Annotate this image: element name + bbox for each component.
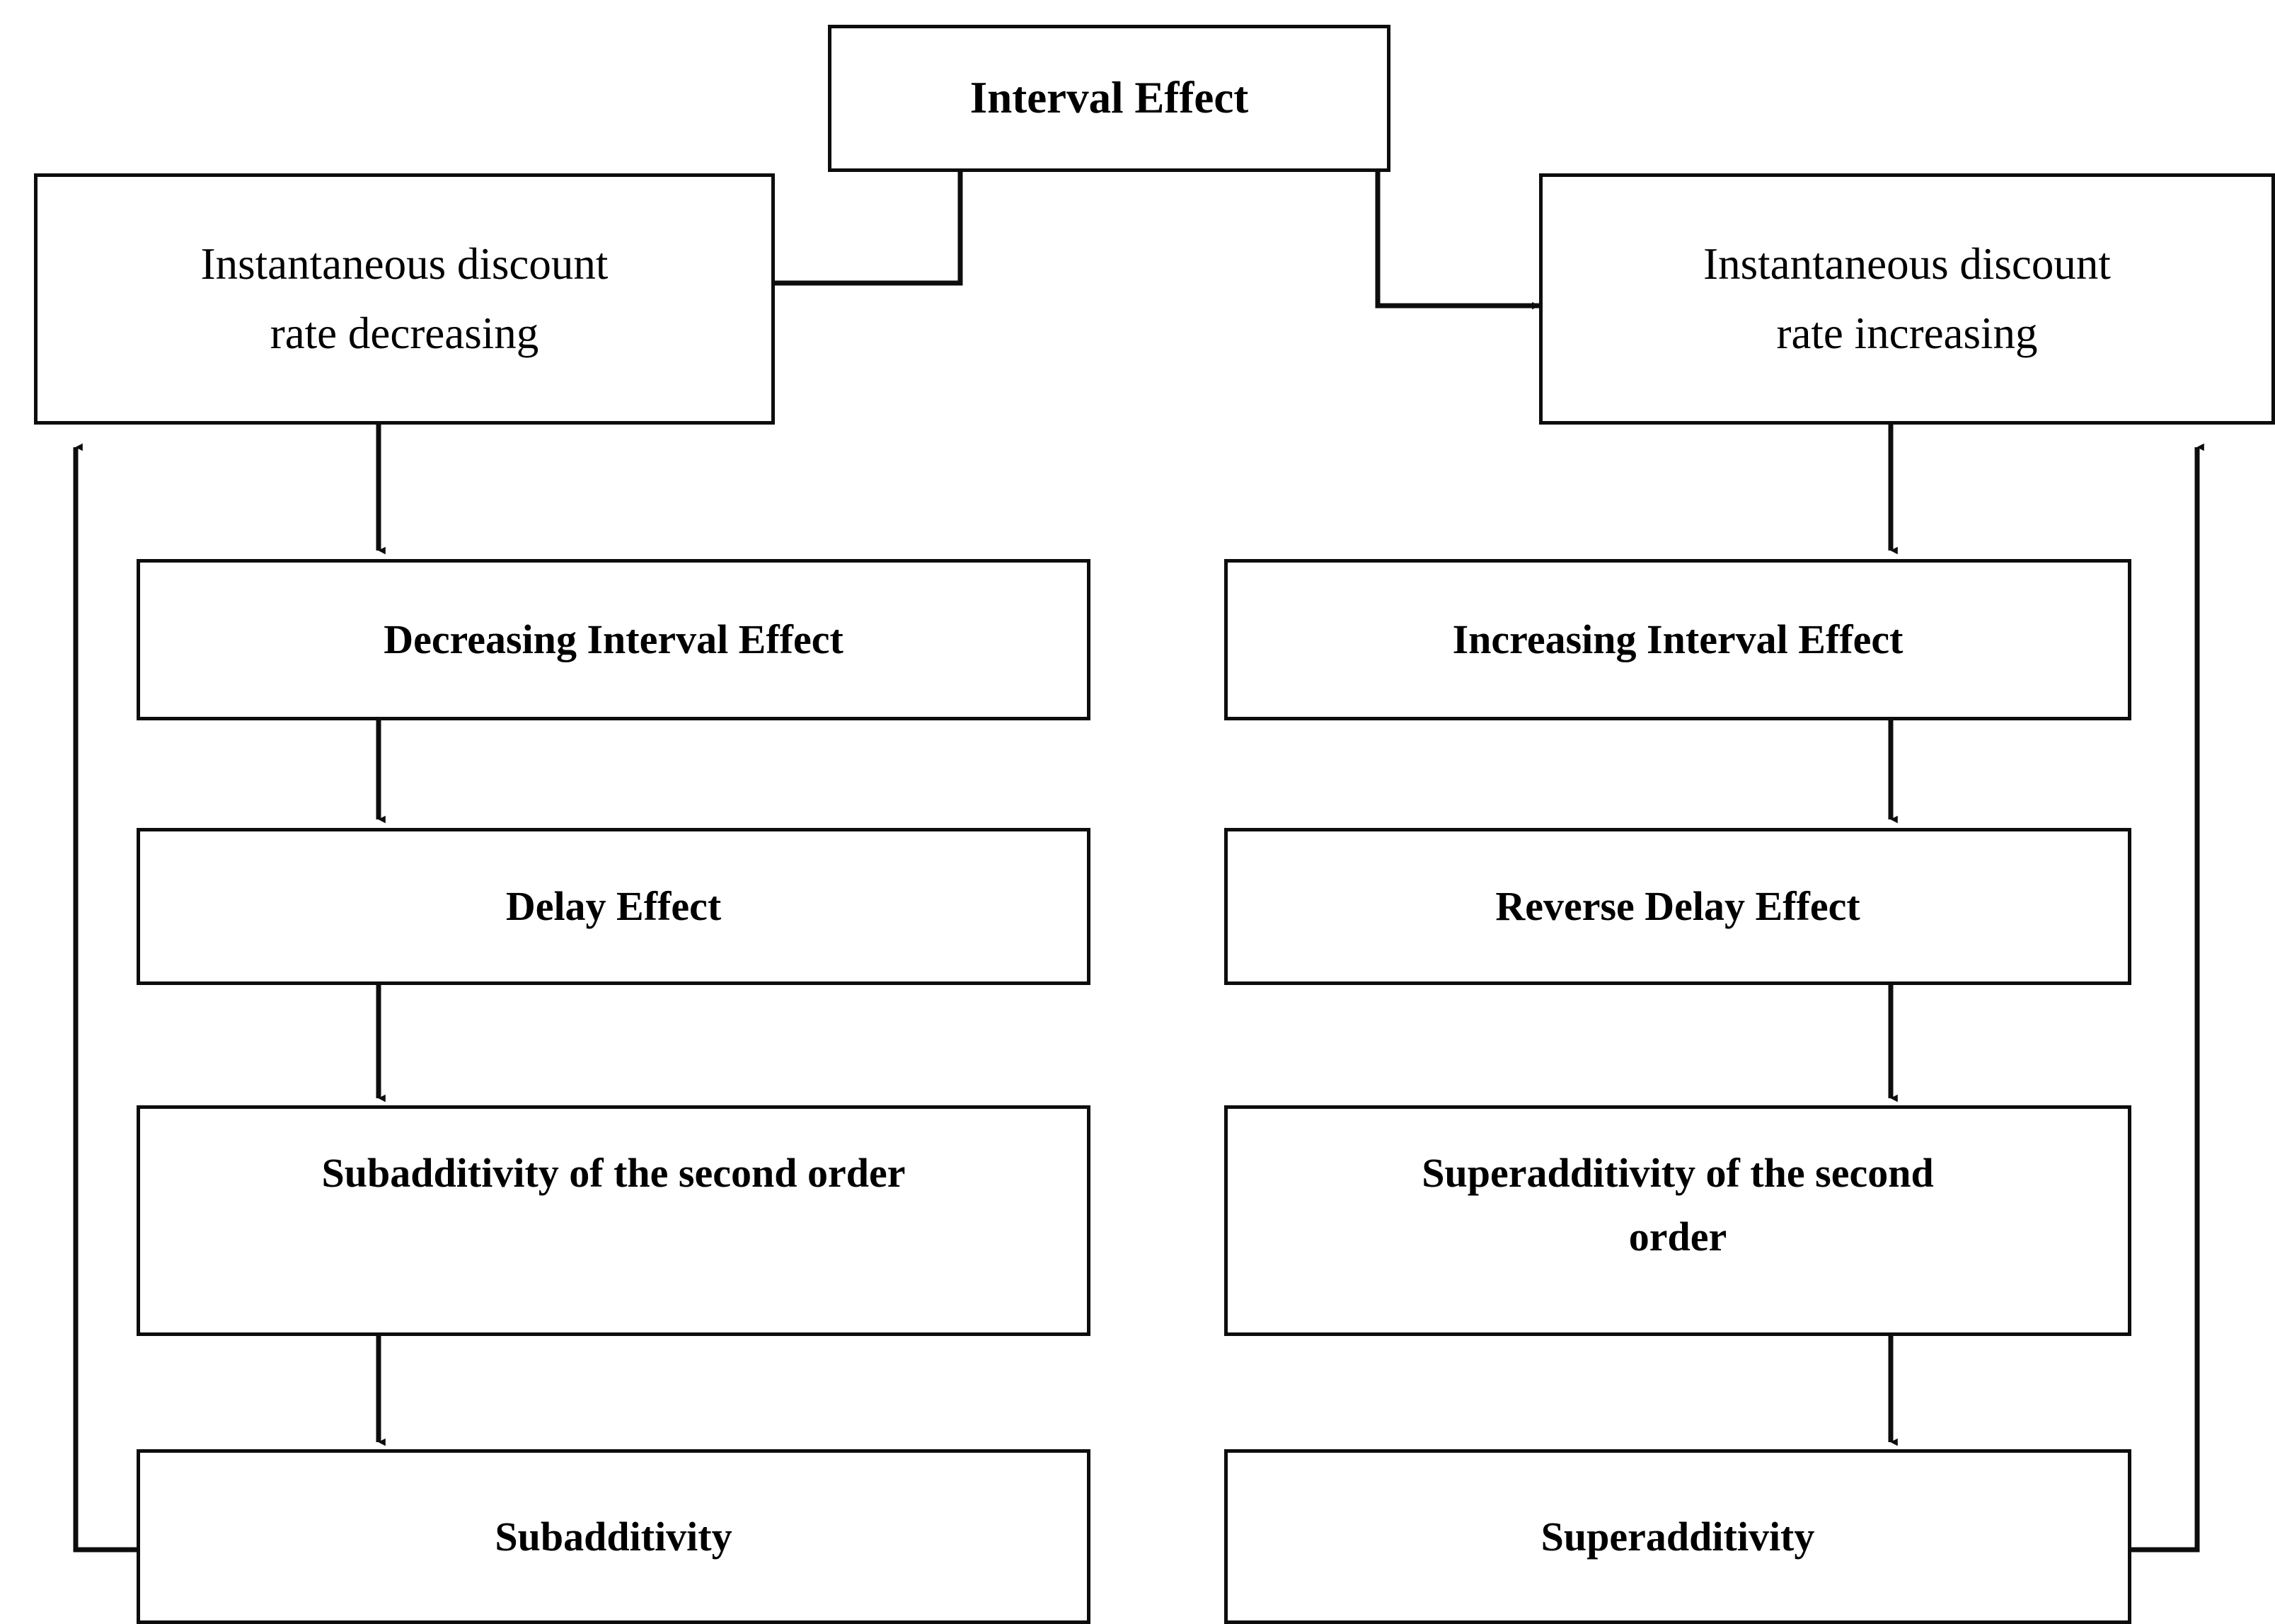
node-interval-effect[interactable]: Interval Effect — [828, 25, 1390, 172]
node-interval-effect-label: Interval Effect — [969, 73, 1249, 123]
edge-left-feedback — [73, 443, 139, 1553]
node-superadditivity[interactable]: Superadditivity — [1224, 1449, 2131, 1624]
node-subadditivity-second-order[interactable]: Subadditivity of the second order — [137, 1105, 1090, 1336]
node-delay-effect-label: Delay Effect — [505, 883, 722, 930]
node-instantaneous-discount-rate-increasing-label: Instantaneous discount rate increasing — [1703, 238, 2111, 358]
node-subadditivity-label: Subadditivity — [495, 1513, 732, 1560]
node-superadditivity-label: Superadditivity — [1540, 1513, 1815, 1560]
edge-root-to-right-branch — [1375, 172, 1540, 310]
edge-root-to-left-branch — [768, 172, 963, 287]
node-decreasing-interval-effect[interactable]: Decreasing Interval Effect — [137, 559, 1090, 720]
node-superadditivity-second-order-label: Superadditivity of the second order — [1422, 1150, 1934, 1260]
node-subadditivity[interactable]: Subadditivity — [137, 1449, 1090, 1624]
node-reverse-delay-effect-label: Reverse Delay Effect — [1495, 883, 1860, 930]
edge-right-feedback — [2131, 443, 2204, 1553]
node-instantaneous-discount-rate-decreasing[interactable]: Instantaneous discount rate decreasing — [34, 173, 775, 425]
node-decreasing-interval-effect-label: Decreasing Interval Effect — [384, 616, 843, 663]
node-increasing-interval-effect-label: Increasing Interval Effect — [1452, 616, 1903, 663]
node-instantaneous-discount-rate-decreasing-label: Instantaneous discount rate decreasing — [200, 238, 609, 358]
node-subadditivity-second-order-label: Subadditivity of the second order — [321, 1150, 906, 1196]
node-superadditivity-second-order[interactable]: Superadditivity of the second order — [1224, 1105, 2131, 1336]
node-reverse-delay-effect[interactable]: Reverse Delay Effect — [1224, 828, 2131, 985]
node-instantaneous-discount-rate-increasing[interactable]: Instantaneous discount rate increasing — [1539, 173, 2275, 425]
node-increasing-interval-effect[interactable]: Increasing Interval Effect — [1224, 559, 2131, 720]
node-delay-effect[interactable]: Delay Effect — [137, 828, 1090, 985]
